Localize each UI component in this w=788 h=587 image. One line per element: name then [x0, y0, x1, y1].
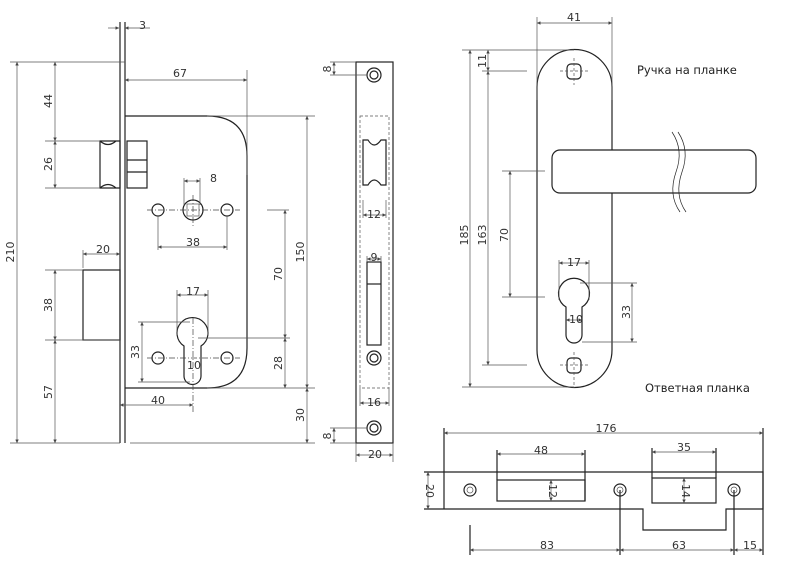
dim-label: 38 [186, 236, 200, 249]
latch-slot [362, 139, 387, 186]
dim-label: 83 [540, 539, 554, 552]
latch-bolt [99, 140, 121, 189]
dim-label: 163 [476, 225, 489, 246]
dim-label: 40 [151, 394, 165, 407]
faceplate [355, 61, 394, 444]
faceplate-view: 8 8 12 9 16 20 [321, 61, 394, 462]
dim-label: 12 [546, 484, 559, 498]
screw-slot [566, 357, 582, 374]
dim-label: 57 [42, 385, 55, 399]
dim-label: 44 [42, 94, 55, 108]
dim-label: 30 [294, 408, 307, 422]
dim-label: 20 [423, 484, 436, 498]
dim-label: 67 [173, 67, 187, 80]
dim-label: 48 [534, 444, 548, 457]
dim-label: 35 [677, 441, 691, 454]
dim-label: 8 [321, 66, 334, 73]
dim-label: 8 [321, 433, 334, 440]
screw-hole [463, 483, 741, 497]
dim-label: 3 [139, 19, 146, 32]
lock-body-view: 3 67 210 44 26 38 57 8 38 20 17 33 10 40… [4, 19, 315, 444]
dim-label: 20 [368, 448, 382, 461]
dim-label: 14 [679, 484, 692, 498]
dim-label: 10 [569, 313, 583, 326]
handle-title: Ручка на планке [637, 63, 737, 77]
dim-label: 8 [210, 172, 217, 185]
dim-label: 210 [4, 242, 17, 263]
dim-label: 33 [620, 305, 633, 319]
dim-label: 70 [498, 228, 511, 242]
dim-label: 10 [187, 359, 201, 372]
dim-label: 28 [272, 356, 285, 370]
deadbolt [82, 269, 121, 341]
break-line [671, 131, 687, 213]
dim-label: 26 [42, 157, 55, 171]
cylinder-hole [557, 277, 591, 344]
screw-slot [566, 63, 582, 80]
dim-label: 38 [42, 298, 55, 312]
dim-label: 41 [567, 11, 581, 24]
strike-plate-view: 176 48 35 20 12 14 83 63 15 [423, 422, 764, 555]
deadbolt-slot [366, 261, 382, 346]
dim-label: 150 [294, 242, 307, 263]
strike-plate-title: Ответная планка [645, 381, 750, 395]
dim-label: 17 [567, 256, 581, 269]
dim-label: 185 [458, 225, 471, 246]
lock-case [125, 115, 248, 389]
dim-label: 16 [367, 396, 381, 409]
lever-handle [551, 149, 757, 194]
dim-label: 15 [743, 539, 757, 552]
handle-backplate [536, 48, 613, 389]
dim-label: 33 [129, 345, 142, 359]
dim-label: 176 [596, 422, 617, 435]
dim-label: 70 [272, 267, 285, 281]
dim-label: 17 [186, 285, 200, 298]
dim-label: 63 [672, 539, 686, 552]
latch-slot [496, 479, 586, 502]
handle-view: 41 11 185 163 70 17 10 33 Ручка на планк… [458, 11, 757, 395]
dim-label: 9 [371, 251, 378, 264]
dim-label: 12 [367, 208, 381, 221]
cylinder-hole [176, 317, 209, 386]
dim-label: 11 [476, 54, 489, 68]
dim-label: 20 [96, 243, 110, 256]
